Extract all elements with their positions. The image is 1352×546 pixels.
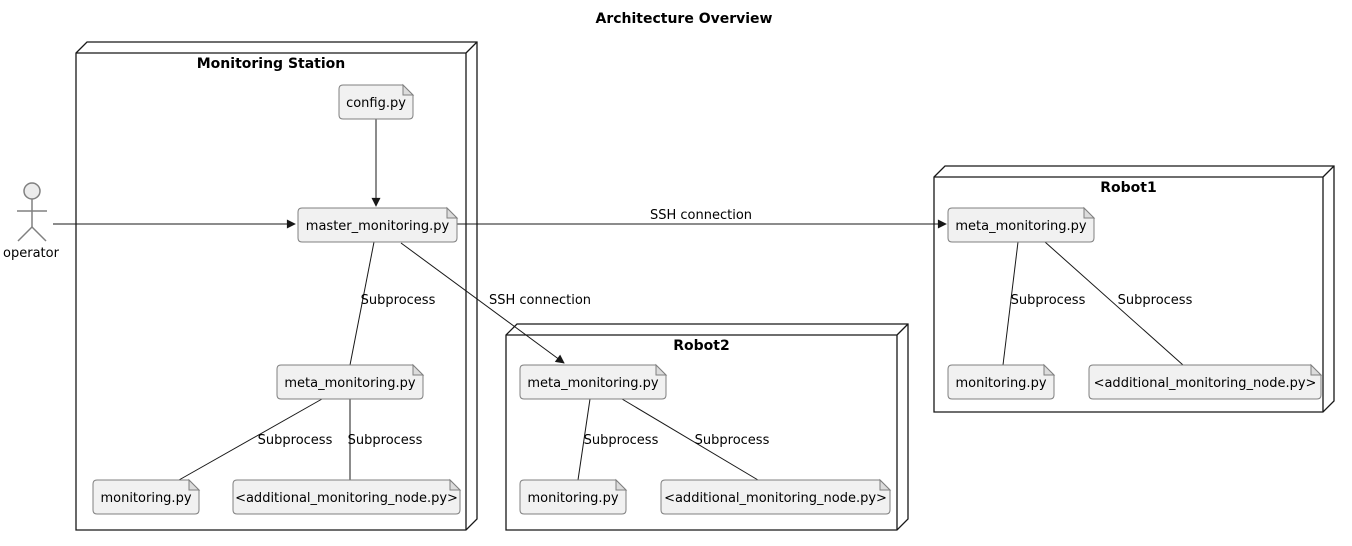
node-title-robot1: Robot1 — [1100, 180, 1156, 196]
edge-label-subprocess: Subprocess — [584, 433, 659, 448]
edge-line — [1002, 241, 1019, 366]
edge-line — [1044, 241, 1184, 366]
node-3d-edges — [506, 323, 909, 530]
edge-ssh-connection-robot2: SSH connection — [400, 242, 591, 364]
edge-line — [349, 241, 375, 366]
file-label: <additional_monitoring_node.py> — [664, 491, 887, 506]
edge-ms-meta-to-monitoring: Subprocess — [178, 398, 333, 481]
file-label: master_monitoring.py — [306, 219, 450, 234]
actor-right-leg — [31, 226, 47, 242]
file-config-py: config.py — [338, 83, 415, 120]
edge-label-subprocess: Subprocess — [361, 293, 436, 308]
edge-label-subprocess: Subprocess — [695, 433, 770, 448]
file-fold-icon — [1083, 206, 1096, 219]
edge-label-ssh-robot2: SSH connection — [489, 293, 591, 308]
file-fold-icon — [449, 478, 462, 491]
actor-head — [23, 182, 41, 200]
node-title-monitoring-station: Monitoring Station — [197, 56, 346, 72]
file-label: meta_monitoring.py — [527, 376, 659, 391]
file-label: <additional_monitoring_node.py> — [235, 491, 458, 506]
edge-r1-meta-to-additional: Subprocess — [1044, 241, 1193, 366]
node-3d-edges — [934, 165, 1335, 412]
file-fold-icon — [1310, 363, 1323, 376]
node-3d-edges — [76, 41, 478, 530]
file-fold-icon — [446, 206, 459, 219]
edge-label-subprocess: Subprocess — [1011, 293, 1086, 308]
actor-operator: operator — [3, 182, 60, 261]
file-ms-additional-monitoring-node-py: <additional_monitoring_node.py> — [232, 478, 462, 515]
file-label: meta_monitoring.py — [955, 219, 1087, 234]
file-master-monitoring-py: master_monitoring.py — [297, 206, 459, 243]
edge-label-subprocess: Subprocess — [258, 433, 333, 448]
file-shape — [660, 479, 891, 515]
actor-label: operator — [3, 246, 60, 261]
file-shape — [947, 364, 1055, 400]
edge-r2-meta-to-monitoring: Subprocess — [577, 398, 659, 481]
file-shape — [1088, 364, 1322, 400]
file-r2-monitoring-py: monitoring.py — [519, 478, 628, 515]
file-fold-icon — [412, 363, 425, 376]
edge-r1-meta-to-monitoring: Subprocess — [1002, 241, 1086, 366]
container-monitoring-station: Monitoring Station — [75, 41, 478, 531]
node-title-robot2: Robot2 — [673, 338, 729, 354]
node-shape — [75, 41, 478, 531]
file-shape — [947, 207, 1095, 243]
edge-label-subprocess: Subprocess — [1118, 293, 1193, 308]
edge-r2-meta-to-additional: Subprocess — [621, 398, 770, 481]
file-r1-additional-monitoring-node-py: <additional_monitoring_node.py> — [1088, 363, 1323, 400]
edge-line — [577, 398, 591, 481]
file-r2-additional-monitoring-node-py: <additional_monitoring_node.py> — [660, 478, 892, 515]
actor-left-leg — [17, 226, 33, 242]
file-fold-icon — [1043, 363, 1056, 376]
file-fold-icon — [879, 478, 892, 491]
file-label: config.py — [346, 96, 406, 111]
file-r1-monitoring-py: monitoring.py — [947, 363, 1056, 400]
edge-label-subprocess: Subprocess — [348, 433, 423, 448]
file-shape — [92, 479, 200, 515]
file-r2-meta-monitoring-py: meta_monitoring.py — [519, 363, 668, 400]
edge-line — [400, 242, 565, 364]
file-shape — [297, 207, 458, 243]
file-fold-icon — [615, 478, 628, 491]
edge-master-to-ms-meta: Subprocess — [349, 241, 436, 366]
edge-label-ssh-robot1: SSH connection — [650, 208, 752, 223]
file-shape — [232, 479, 461, 515]
edge-line — [178, 398, 323, 481]
file-label: monitoring.py — [527, 491, 618, 506]
edge-ms-meta-to-additional: Subprocess — [348, 399, 423, 480]
edge-line — [621, 398, 759, 481]
file-shape — [519, 364, 667, 400]
file-label: <additional_monitoring_node.py> — [1094, 376, 1317, 391]
file-label: monitoring.py — [955, 376, 1046, 391]
file-fold-icon — [655, 363, 668, 376]
edge-ssh-connection-robot1: SSH connection — [457, 208, 947, 229]
file-shape — [338, 84, 414, 120]
file-fold-icon — [402, 83, 415, 96]
file-fold-icon — [188, 478, 201, 491]
file-ms-meta-monitoring-py: meta_monitoring.py — [276, 363, 425, 400]
file-label: monitoring.py — [100, 491, 191, 506]
file-shape — [519, 479, 627, 515]
file-r1-meta-monitoring-py: meta_monitoring.py — [947, 206, 1096, 243]
diagram-title: Architecture Overview — [595, 11, 772, 27]
file-label: meta_monitoring.py — [284, 376, 416, 391]
file-ms-monitoring-py: monitoring.py — [92, 478, 201, 515]
file-shape — [276, 364, 424, 400]
